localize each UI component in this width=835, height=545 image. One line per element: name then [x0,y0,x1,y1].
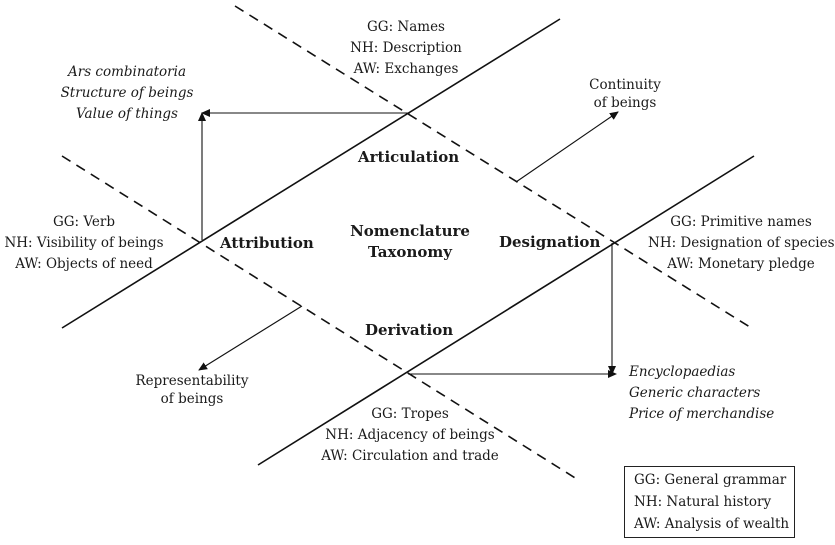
right-line-3: AW: Monetary pledge [667,256,815,272]
continuity-line-1: Continuity [589,77,661,93]
representability-label: Representability of beings [128,372,256,408]
bottom-right-italic-1: Encyclopaedias [629,364,736,380]
bottom-line-2: NH: Adjacency of beings [325,427,495,443]
right-text-block: GG: Primitive names NH: Designation of s… [648,212,835,275]
top-left-italic-3: Value of things [76,106,178,122]
bottom-line-1: GG: Tropes [371,406,449,422]
left-line-2: NH: Visibility of beings [4,235,164,251]
representability-line-2: of beings [160,391,224,407]
bottom-line-3: AW: Circulation and trade [321,448,499,464]
left-line-3: AW: Objects of need [15,256,153,272]
arrow-representability [198,305,303,371]
bottom-right-italic-block: Encyclopaedias Generic characters Price … [629,362,774,425]
right-line-1: GG: Primitive names [670,214,812,230]
legend-line-nh: NH: Natural history [634,494,772,510]
top-left-italic-1: Ars combinatoria [68,64,186,80]
top-left-italic-2: Structure of beings [60,85,194,101]
designation-label: Designation [499,233,601,251]
solid-diagonal-upper [61,18,561,329]
center-label: Nomenclature Taxonomy [340,221,480,263]
bottom-text-block: GG: Tropes NH: Adjacency of beings AW: C… [312,404,508,467]
derivation-label: Derivation [365,321,454,339]
bottom-right-italic-2: Generic characters [629,385,761,401]
legend-line-gg: GG: General grammar [634,472,787,488]
top-line-3: AW: Exchanges [353,61,459,77]
continuity-label: Continuity of beings [570,76,680,112]
arrow-continuity [515,111,619,183]
bottom-right-italic-3: Price of merchandise [629,406,775,422]
legend-box: GG: General grammar NH: Natural history … [624,466,795,538]
top-text-block: GG: Names NH: Description AW: Exchanges [336,17,476,80]
legend-line-aw: AW: Analysis of wealth [634,516,790,532]
continuity-line-2: of beings [593,95,657,111]
left-text-block: GG: Verb NH: Visibility of beings AW: Ob… [0,212,168,275]
dashed-diagonal-upper [234,5,754,330]
top-left-italic-block: Ars combinatoria Structure of beings Val… [52,62,202,125]
left-line-1: GG: Verb [52,214,115,230]
representability-line-1: Representability [135,373,249,389]
center-line-1: Nomenclature [350,222,470,240]
top-line-2: NH: Description [350,40,462,56]
solid-diagonal-lower [257,155,755,466]
center-line-2: Taxonomy [368,243,452,261]
articulation-label: Articulation [358,148,460,166]
right-line-2: NH: Designation of species [648,235,835,251]
attribution-label: Attribution [220,234,314,252]
top-line-1: GG: Names [367,19,445,35]
